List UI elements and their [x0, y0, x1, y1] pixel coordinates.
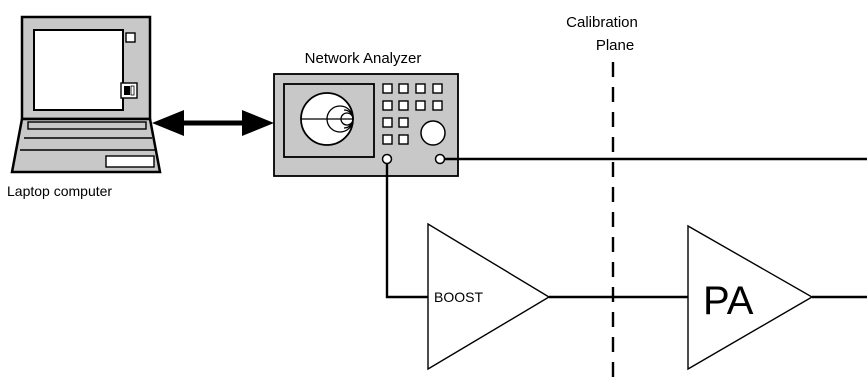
- smith-chart-icon: [300, 92, 354, 146]
- laptop-icon: [10, 15, 162, 174]
- calibration-plane-label-line2: Plane: [596, 37, 634, 54]
- calibration-plane-label-line1: Calibration: [566, 14, 638, 31]
- port1-cable: [385, 164, 428, 299]
- network-analyzer: [273, 73, 459, 177]
- boost-amplifier: [427, 222, 551, 371]
- analyzer-keypad: [382, 83, 443, 145]
- network-analyzer-label: Network Analyzer: [305, 50, 422, 67]
- bidirectional-arrow: [152, 110, 274, 136]
- boost-amplifier-label: BOOST: [434, 289, 483, 305]
- power-amplifier: [687, 224, 814, 371]
- analyzer-port-1: [381, 153, 393, 165]
- laptop-label: Laptop computer: [7, 183, 112, 199]
- analyzer-port-2: [434, 153, 446, 165]
- analyzer-knob: [420, 120, 446, 146]
- laptop-screen: [33, 29, 124, 111]
- power-amplifier-label: PA: [703, 279, 754, 323]
